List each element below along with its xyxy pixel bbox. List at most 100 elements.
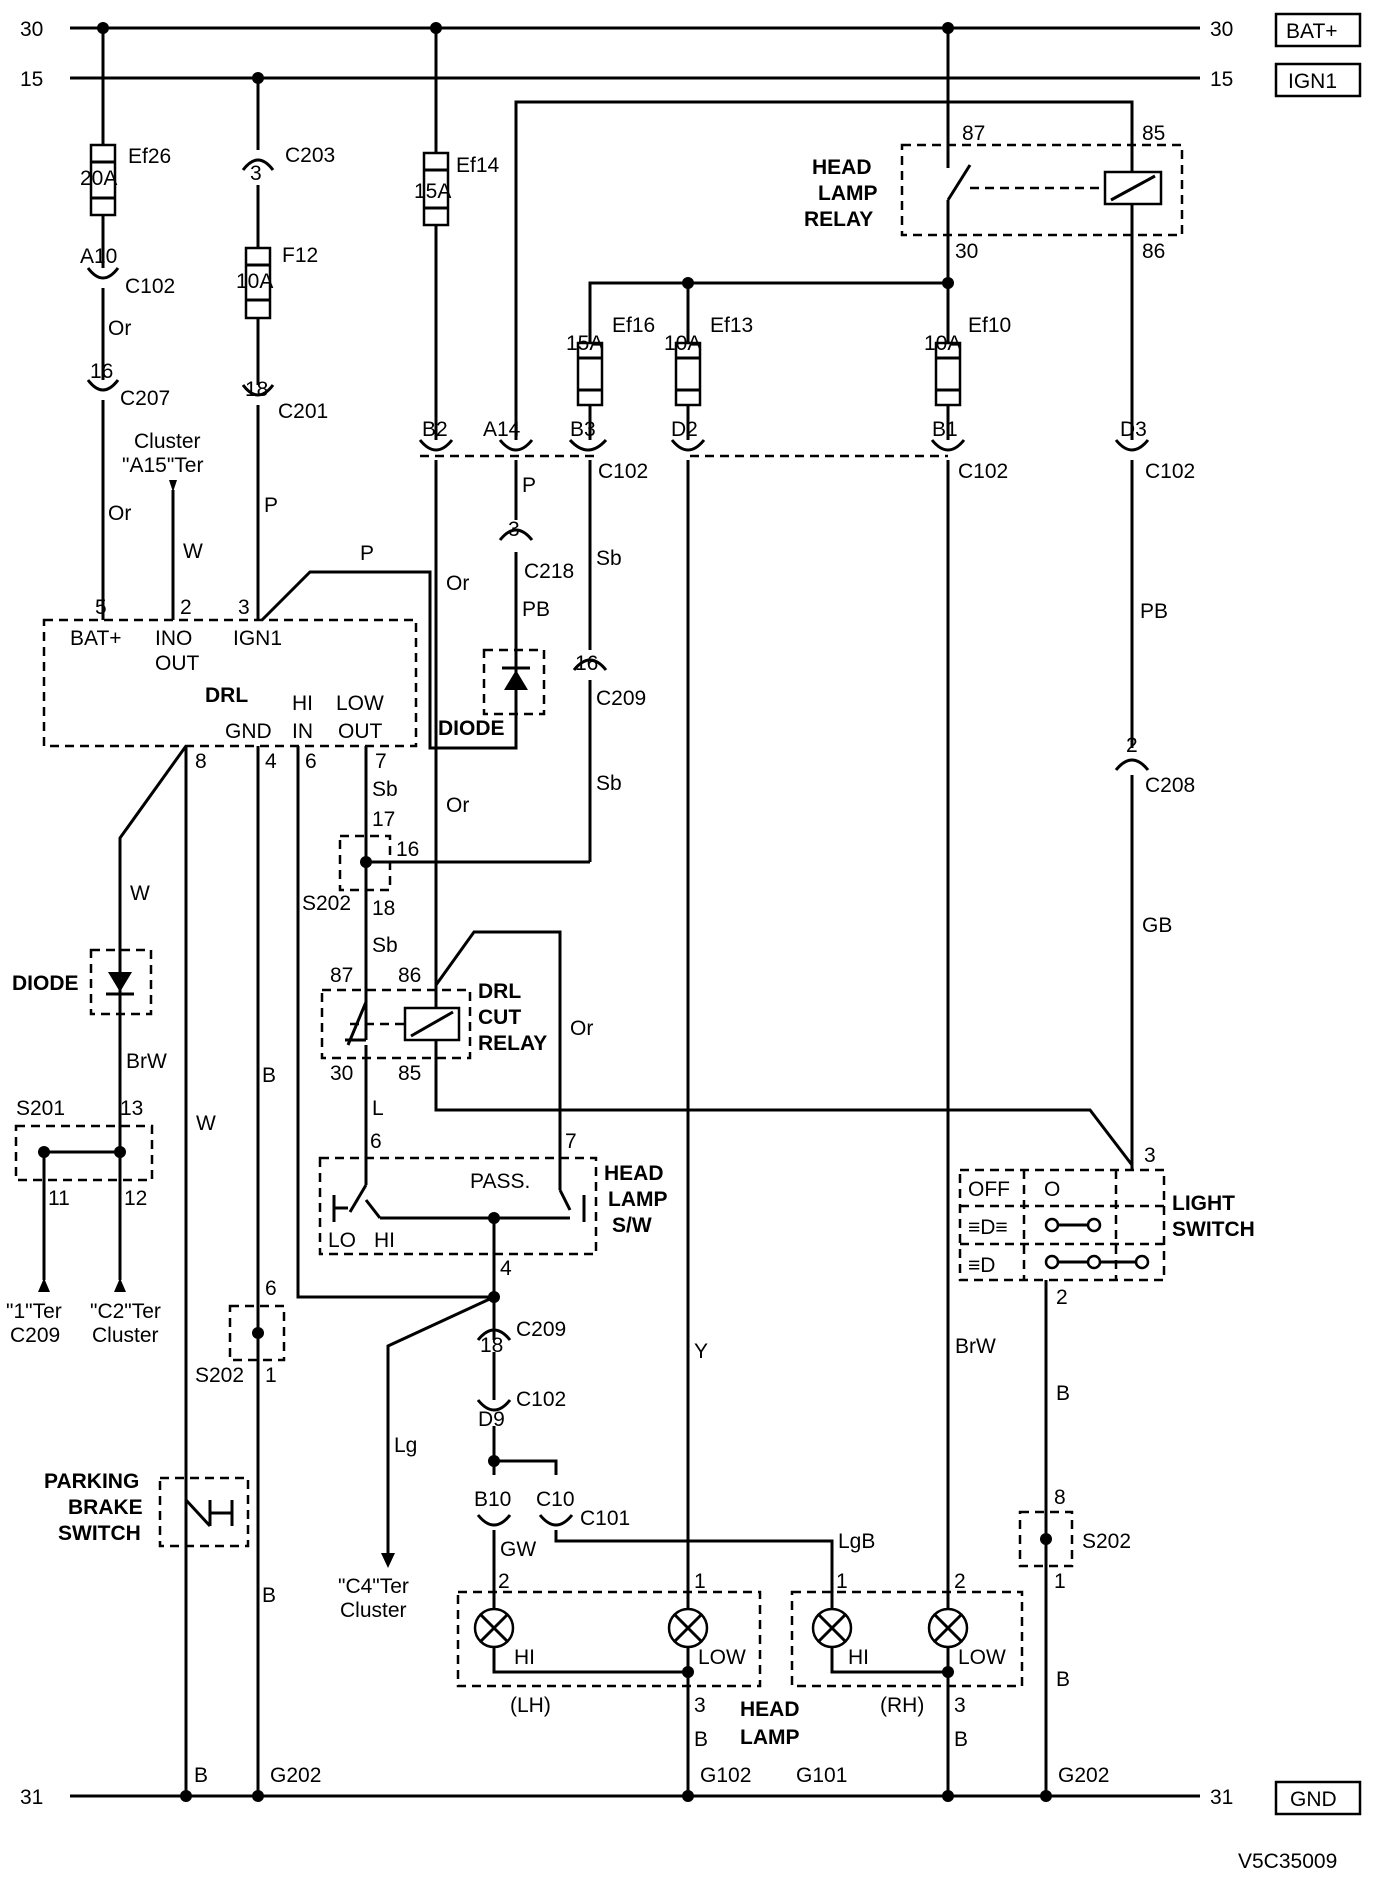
wire-segment (476, 1399, 512, 1412)
diagram-label: C218 (524, 560, 574, 583)
hi-beam-feed: 18 C209 D9 C102 B10 C10 C101 GW LgB (474, 1318, 875, 1610)
diagram-label: S202 (195, 1364, 244, 1387)
wire-segment (558, 1189, 572, 1211)
wire-segment (673, 1613, 703, 1643)
diagram-label: INO (155, 627, 192, 650)
diagram-label: B10 (474, 1488, 511, 1511)
wire-segment (1114, 758, 1150, 771)
diagram-label: S201 (16, 1097, 65, 1120)
diagram-label: CUT (478, 1006, 521, 1029)
diagram-label: B3 (570, 418, 596, 441)
diagram-label: LAMP (608, 1188, 668, 1211)
wire-segment (958, 1168, 1166, 1282)
diagram-label: C102 (125, 275, 175, 298)
diagram-label: Cluster (92, 1324, 159, 1347)
diagram-label: 86 (398, 964, 421, 987)
diagram-label: LIGHT (1172, 1192, 1235, 1215)
diagram-label: W (196, 1112, 216, 1135)
diagram-label: C208 (1145, 774, 1195, 797)
wire-segment (1114, 439, 1150, 452)
diagram-label: 87 (330, 964, 353, 987)
drl-gnd-circuit: B 6 S202 1 B G202 (195, 746, 321, 1802)
diagram-label: (RH) (880, 1694, 924, 1717)
diagram-label: LgB (838, 1530, 875, 1553)
wire-segment (817, 1613, 847, 1643)
a14-circuit: P 3 C218 PB DIODE (438, 100, 1134, 740)
diagram-label: 1 (265, 1364, 277, 1387)
diagram-label: 1 (1054, 1570, 1066, 1593)
diagram-label: Or (108, 502, 131, 525)
diagram-label: B (1056, 1382, 1070, 1405)
diagram-label: 18 (372, 897, 395, 920)
diagram-label: D3 (1120, 418, 1147, 441)
diagram-label: 3 (508, 518, 520, 541)
diagram-label: B (262, 1064, 276, 1087)
diagram-label: "1"Ter (6, 1300, 62, 1323)
wire-segment (494, 1459, 558, 1475)
diagram-label: 30 (20, 18, 43, 41)
d3-circuit: D3 C102 PB 2 C208 GB (1114, 418, 1195, 1170)
diagram-label: 7 (375, 750, 387, 773)
diagram-label: 10A (236, 270, 273, 293)
wire-segment (114, 1278, 126, 1292)
diagram-label: Y (694, 1340, 708, 1363)
ef14-circuit: Ef14 15A Or Or (414, 28, 500, 1010)
diagram-label: S202 (1082, 1530, 1131, 1553)
diagram-label: P (264, 494, 278, 517)
wire-segment (86, 379, 120, 392)
diagram-label: 30 (1210, 18, 1233, 41)
diagram-label: 15A (414, 180, 451, 203)
diagram-label: W (130, 882, 150, 905)
diagram-label: Sb (372, 778, 398, 801)
diagram-label: 2 (954, 1570, 966, 1593)
fuse-ef26 (89, 143, 117, 217)
diagram-label: IGN1 (233, 627, 282, 650)
diagram-label: ≡D (968, 1254, 995, 1277)
diagram-label: 3 (694, 1694, 706, 1717)
diagram-label: O (1044, 1178, 1060, 1201)
wire-segment (930, 439, 966, 452)
wire-segment (1274, 62, 1362, 98)
diagram-label: 2 (498, 1570, 510, 1593)
wire-segment (554, 1530, 834, 1610)
diagram-label: Ef10 (968, 314, 1011, 337)
fuse-ef10 (934, 341, 962, 407)
diagram-label: PB (522, 598, 550, 621)
diagram-label: 13 (120, 1097, 143, 1120)
diagram-label: Sb (372, 934, 398, 957)
rail-ign: 15 15 IGN1 (20, 62, 1362, 98)
diagram-label: 31 (20, 1786, 43, 1809)
wire-segment (364, 1199, 382, 1219)
diagram-label: LO (328, 1229, 356, 1252)
diagram-code: V5C35009 (1238, 1850, 1337, 1873)
ef13-circuit: Ef13 10A D2 Y (664, 283, 753, 1650)
diagram-label: "C2"Ter (90, 1300, 161, 1323)
wire-segment (434, 930, 562, 1190)
wire-segment (1110, 174, 1156, 202)
diagram-label: HI (374, 1229, 395, 1252)
diagram-label: Or (108, 317, 131, 340)
diagram-label: D2 (671, 418, 698, 441)
head-lamp-switch: 6 7 PASS. LO HI HEAD LAMP S/W 4 (318, 1130, 668, 1340)
diagram-label: A10 (80, 245, 117, 268)
diagram-label: HI (292, 692, 313, 715)
diagram-label: LAMP (818, 182, 878, 205)
diagram-label: 3 (238, 596, 250, 619)
wire-segment (38, 1278, 50, 1292)
wire-segment (386, 1295, 495, 1555)
diagram-label: 3 (250, 162, 262, 185)
diagram-label: 87 (962, 122, 985, 145)
diagram-label: C10 (536, 1488, 575, 1511)
wire-segment (410, 1010, 454, 1038)
junction-node (942, 277, 954, 289)
wire-segment (86, 267, 120, 280)
junction-node (252, 1790, 264, 1802)
diagram-label: DIODE (12, 972, 79, 995)
diagram-label: PASS. (470, 1170, 530, 1193)
diagram-label: G102 (700, 1764, 751, 1787)
diagram-label: 2 (180, 596, 192, 619)
diagram-label: 7 (565, 1130, 577, 1153)
wire-segment (498, 528, 534, 541)
diagram-label: C209 (596, 687, 646, 710)
diagram-label: 2 (1056, 1286, 1068, 1309)
